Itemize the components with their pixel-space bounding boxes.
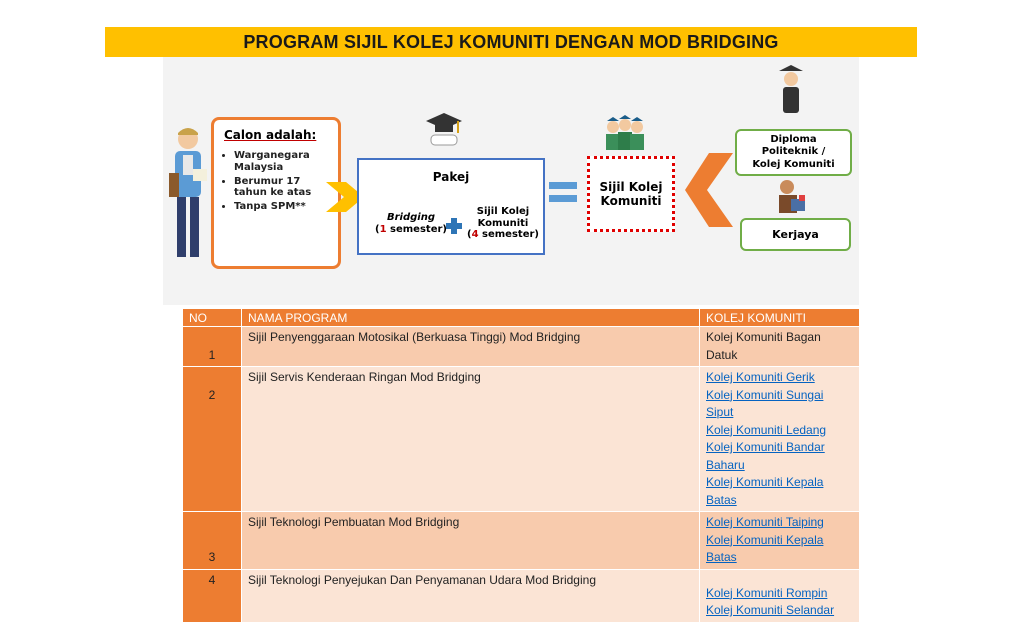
career-box: Kerjaya [740,218,851,251]
kolej-link[interactable]: Kolej Komuniti Taiping [706,515,824,529]
kolej-list: Kolej Komuniti Taiping Kolej Komuniti Ke… [699,511,860,570]
row-number: 3 [182,511,242,570]
graduate-icon [779,65,803,113]
bridging-label: Bridging (1 semester) [375,212,447,235]
sijil-line1: Sijil Kolej [476,206,530,217]
bridging-semester-unit: semester) [386,224,447,235]
result-line2: Komuniti [600,194,662,208]
header-program: NAMA PROGRAM [241,308,700,327]
candidate-criteria-box: Calon adalah: Warganegara Malaysia Berum… [211,117,341,269]
result-certificate-box: Sijil Kolej Komuniti [587,156,675,232]
diploma-line2: Politeknik / [761,146,826,158]
sijil-line2: Komuniti [477,217,529,229]
criteria-item: Warganegara Malaysia [234,150,328,174]
graduation-cap-icon [426,113,462,146]
table-row: 4 Sijil Teknologi Penyejukan Dan Penyama… [182,568,860,623]
chevron-right-icon [326,182,364,212]
program-name: Sijil Teknologi Pembuatan Mod Bridging [241,511,700,570]
table-header-row: NO NAMA PROGRAM KOLEJ KOMUNITI [182,308,860,327]
package-title: Pakej [432,170,470,184]
program-name: Sijil Teknologi Penyejukan Dan Penyamana… [241,568,700,623]
header-kolej: KOLEJ KOMUNITI [699,308,860,327]
kolej-link[interactable]: Kolej Komuniti Bandar Baharu [706,440,825,472]
equals-icon [549,182,577,204]
page-title: PROGRAM SIJIL KOLEJ KOMUNITI DENGAN MOD … [243,31,779,52]
kolej-list: Kolej Komuniti Bagan Datuk [699,326,860,367]
kolej-link[interactable]: Kolej Komuniti Ledang [706,422,827,437]
table-row: 3 Sijil Teknologi Pembuatan Mod Bridging… [182,511,860,570]
plus-icon [446,218,462,234]
table-row: 2 Sijil Servis Kenderaan Ringan Mod Brid… [182,366,860,512]
header-no: NO [182,308,242,327]
graduates-icon [606,115,644,150]
result-line1: Sijil Kolej [599,179,663,194]
row-number: 1 [182,326,242,367]
kolej-link[interactable]: Kolej Komuniti Kepala Batas [706,532,824,565]
kolej-link[interactable]: Kolej Komuniti Sungai Siput [706,387,824,420]
kolej-link[interactable]: Kolej Komuniti Kepala Batas [706,475,824,507]
worker-icon [779,180,805,213]
student-figure-icon [169,128,207,257]
sijil-semester-unit: semester) [478,229,539,240]
kolej-list: Kolej Komuniti Rompin Kolej Komuniti Sel… [699,568,860,623]
career-label: Kerjaya [772,228,819,241]
bridging-word: Bridging [386,212,435,223]
sijil-semester-count: 4 [471,229,479,240]
kolej-link[interactable]: Kolej Komuniti Gerik [706,370,815,384]
branch-arrow-icon [685,153,733,227]
kolej-list: Kolej Komuniti Gerik Kolej Komuniti Sung… [699,366,860,512]
diploma-line1: Diploma [770,133,817,145]
diploma-box: Diploma Politeknik / Kolej Komuniti [735,129,852,176]
criteria-item: Tanpa SPM** [234,201,328,213]
row-number: 4 [182,568,242,623]
title-banner: PROGRAM SIJIL KOLEJ KOMUNITI DENGAN MOD … [105,27,917,57]
kolej-item: Kolej Komuniti Bagan Datuk [706,330,821,362]
table-row: 1 Sijil Penyenggaraan Motosikal (Berkuas… [182,326,860,367]
program-name: Sijil Servis Kenderaan Ringan Mod Bridgi… [241,366,700,512]
criteria-list: Warganegara Malaysia Berumur 17 tahun ke… [224,150,328,213]
diploma-line3: Kolej Komuniti [752,158,835,170]
eligibility-diagram: Calon adalah: Warganegara Malaysia Berum… [163,57,859,305]
criteria-heading: Calon adalah: [224,128,317,142]
package-box: Pakej Bridging (1 semester) Sijil Kolej … [357,158,545,255]
criteria-item: Berumur 17 tahun ke atas [234,176,328,200]
kolej-link[interactable]: Kolej Komuniti Selandar [706,603,835,617]
kolej-link[interactable]: Kolej Komuniti Rompin [706,585,828,600]
row-number: 2 [182,366,242,512]
program-name: Sijil Penyenggaraan Motosikal (Berkuasa … [241,326,700,367]
bridging-semester-count: 1 [379,224,387,235]
program-table: NO NAMA PROGRAM KOLEJ KOMUNITI 1 Sijil P… [182,308,860,623]
sijil-label: Sijil Kolej Komuniti (4 semester) [467,206,539,240]
